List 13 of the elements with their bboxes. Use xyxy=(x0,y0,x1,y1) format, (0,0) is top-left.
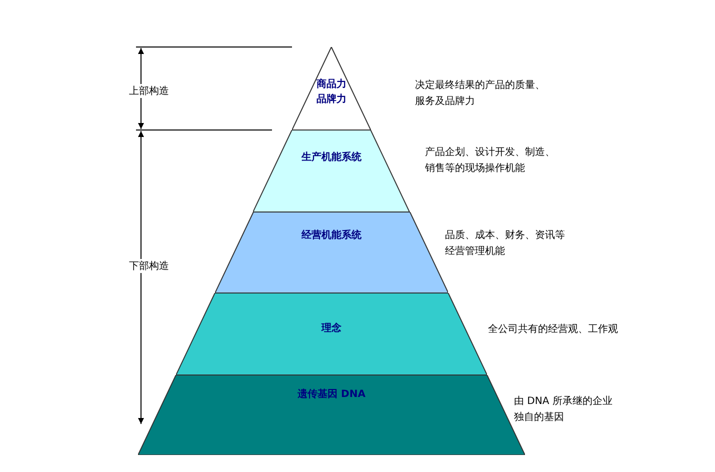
description-text: 全公司共有的经营观、工作观 xyxy=(488,322,619,337)
layer-label: 品牌力 xyxy=(316,92,348,107)
layer-label: 遗传基因 DNA xyxy=(296,388,366,402)
layer-label: 理念 xyxy=(320,322,342,336)
layer-label: 经营机能系统 xyxy=(300,228,362,243)
section-label: 下部构造 xyxy=(129,259,169,273)
description-text: 决定最终结果的产品的质量、服务及品牌力 xyxy=(415,78,545,109)
description-text: 产品企划、设计开发、制造、销售等的现场操作机能 xyxy=(425,146,556,176)
description-text: 由 DNA 所承继的企业独自的基因 xyxy=(514,394,614,425)
section-label: 上部构造 xyxy=(129,84,169,98)
description-text: 品质、成本、财务、资讯等经营管理机能 xyxy=(445,228,566,259)
layer-label: 商品力 xyxy=(316,77,348,92)
layer-label: 生产机能系统 xyxy=(300,150,362,165)
